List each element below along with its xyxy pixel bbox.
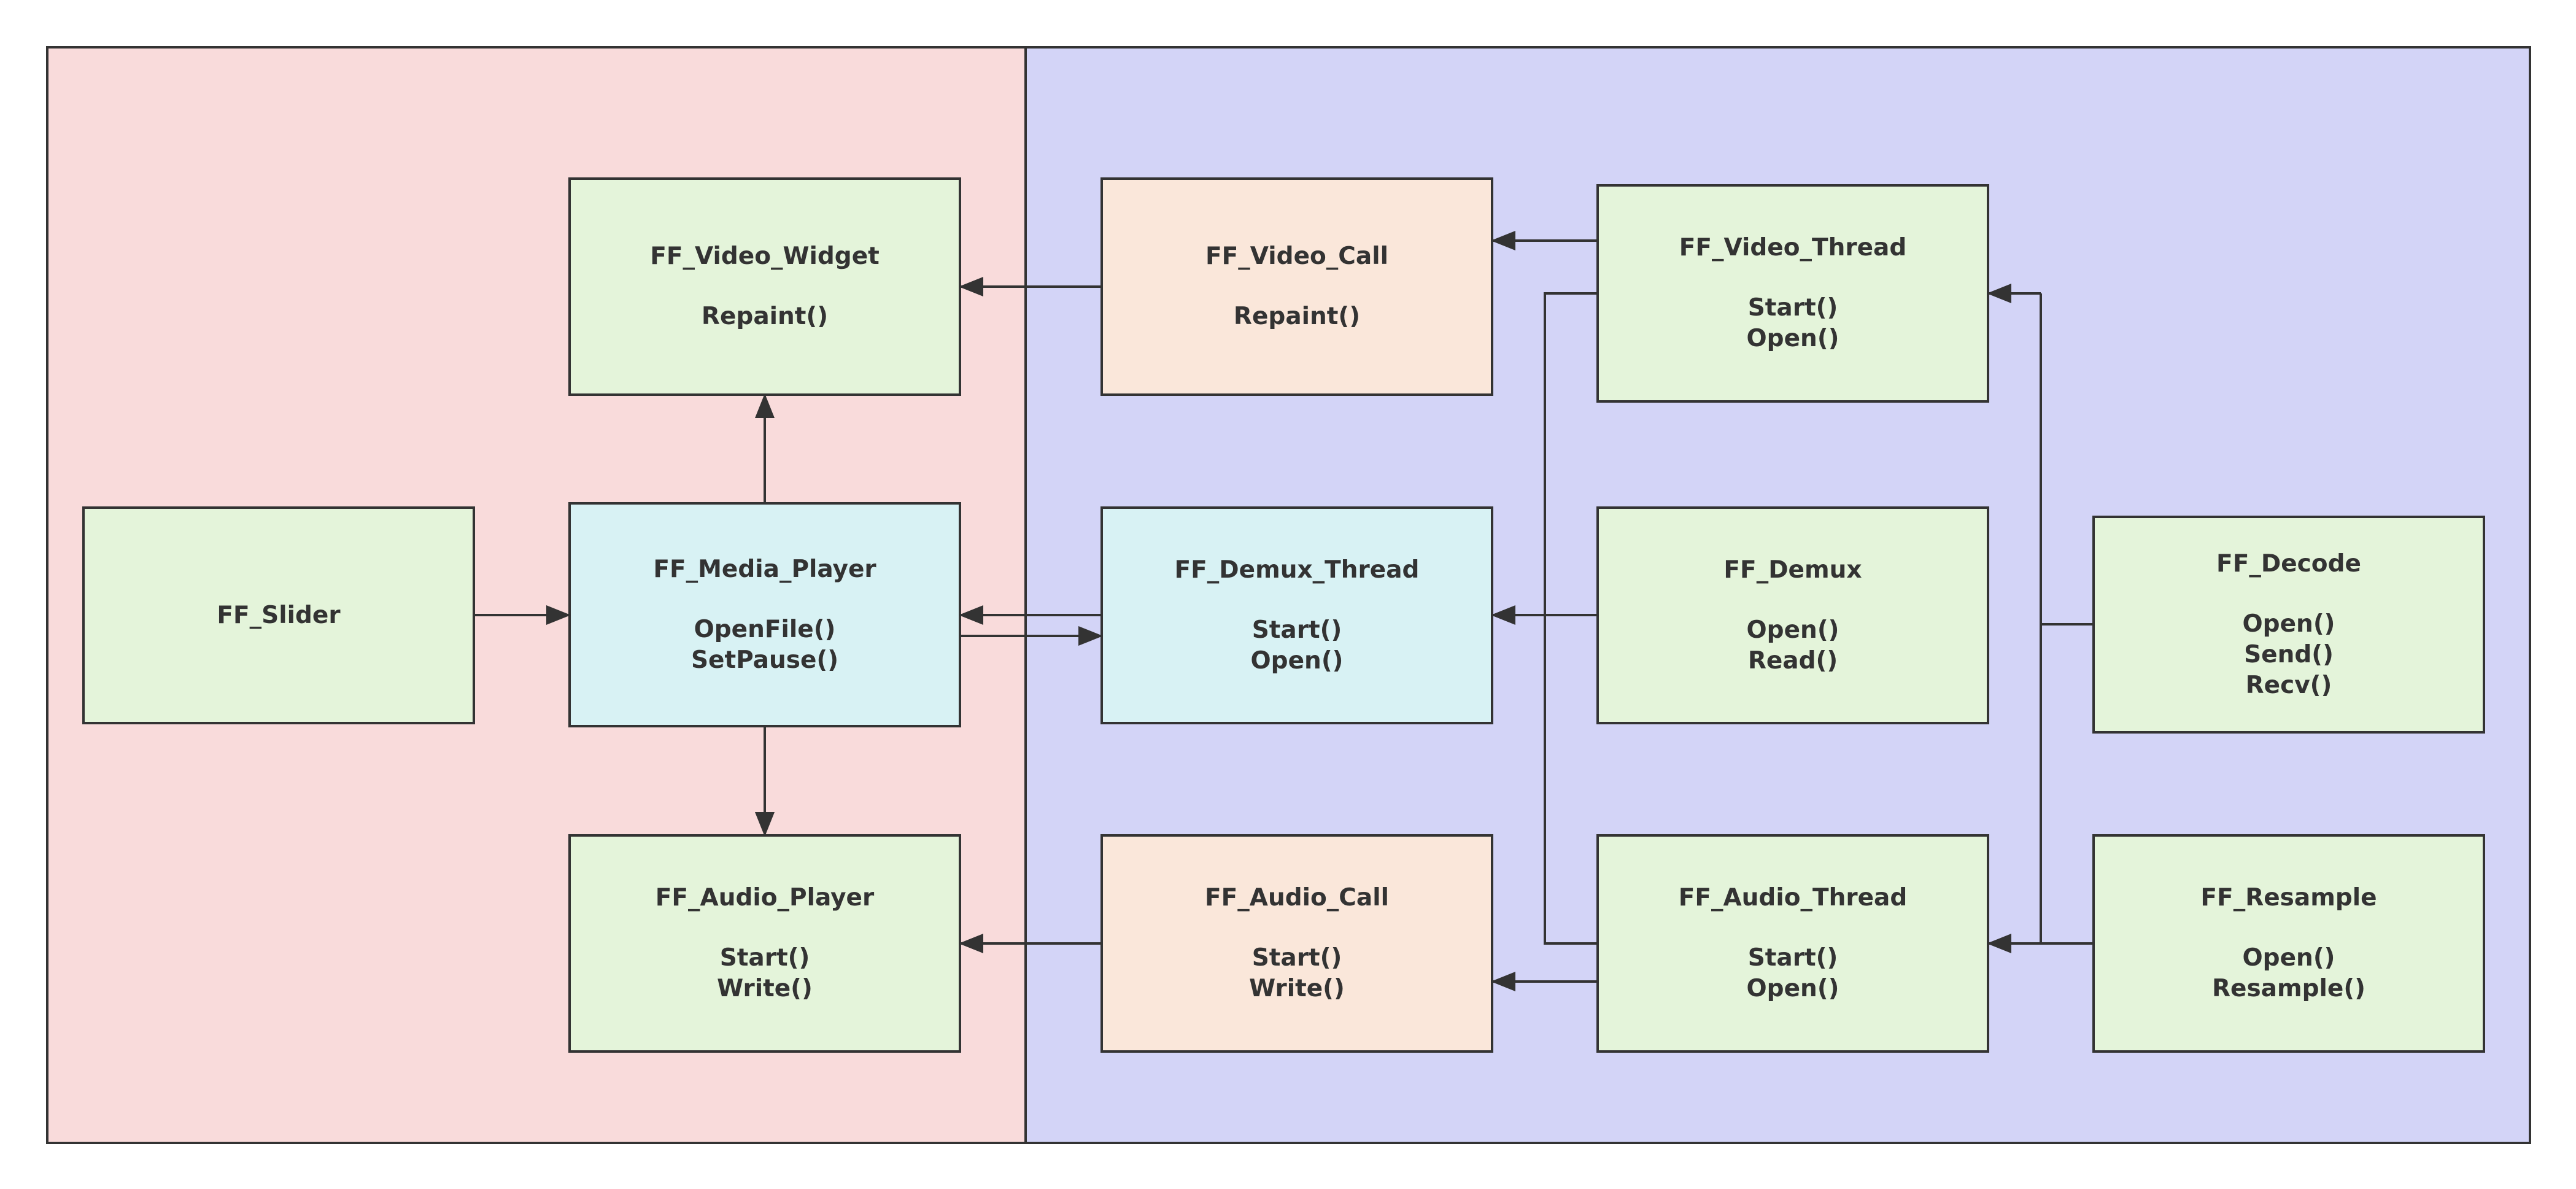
ff-audio-thread-node: FF_Audio_Thread Start() Open() bbox=[1596, 834, 1989, 1053]
ff-slider-title: FF_Slider bbox=[217, 601, 341, 629]
ff-demux-title: FF_Demux bbox=[1723, 556, 1862, 584]
ff-video-thread-node: FF_Video_Thread Start() Open() bbox=[1596, 184, 1989, 403]
ff-demux-node: FF_Demux Open() Read() bbox=[1596, 506, 1989, 724]
ff-demux-method: Open() bbox=[1746, 616, 1839, 644]
ff-audio-player-method: Write() bbox=[717, 975, 813, 1002]
ff-audio-thread-method: Open() bbox=[1746, 975, 1839, 1002]
ff-slider-node: FF_Slider bbox=[82, 506, 475, 724]
ff-video-call-node: FF_Video_Call Repaint() bbox=[1100, 177, 1493, 396]
edge-thread-bus-left bbox=[1544, 292, 1596, 945]
ff-resample-method: Resample() bbox=[2211, 975, 2366, 1002]
ff-audio-player-method: Start() bbox=[719, 944, 810, 972]
ff-media-player-title: FF_Media_Player bbox=[653, 555, 876, 583]
ff-demux-thread-method: Start() bbox=[1251, 616, 1342, 644]
ff-resample-title: FF_Resample bbox=[2200, 884, 2377, 912]
ff-audio-player-node: FF_Audio_Player Start() Write() bbox=[568, 834, 961, 1053]
ff-audio-call-method: Write() bbox=[1249, 975, 1345, 1002]
ff-audio-call-method: Start() bbox=[1251, 944, 1342, 972]
edge-decode-bus bbox=[2040, 293, 2092, 625]
ff-media-player-method: OpenFile() bbox=[694, 615, 836, 643]
ff-video-thread-method: Start() bbox=[1747, 294, 1838, 322]
ff-media-player-node: FF_Media_Player OpenFile() SetPause() bbox=[568, 502, 961, 727]
ff-audio-thread-title: FF_Audio_Thread bbox=[1678, 884, 1908, 912]
ff-video-thread-method: Open() bbox=[1746, 325, 1839, 352]
ff-decode-method: Open() bbox=[2242, 610, 2335, 638]
ff-demux-method: Read() bbox=[1747, 646, 1838, 675]
ff-decode-method: Recv() bbox=[2245, 671, 2332, 699]
ff-video-thread-title: FF_Video_Thread bbox=[1679, 234, 1907, 261]
ff-demux-thread-node: FF_Demux_Thread Start() Open() bbox=[1100, 506, 1493, 724]
ff-decode-node: FF_Decode Open() Send() Recv() bbox=[2092, 516, 2485, 734]
ff-audio-call-node: FF_Audio_Call Start() Write() bbox=[1100, 834, 1493, 1053]
ff-video-widget-node: FF_Video_Widget Repaint() bbox=[568, 177, 961, 396]
ff-video-call-method: Repaint() bbox=[1233, 303, 1361, 330]
ff-video-widget-method: Repaint() bbox=[701, 303, 829, 330]
ff-decode-title: FF_Decode bbox=[2216, 549, 2361, 578]
ff-audio-call-title: FF_Audio_Call bbox=[1205, 884, 1389, 912]
ff-video-widget-title: FF_Video_Widget bbox=[650, 242, 880, 270]
ff-video-call-title: FF_Video_Call bbox=[1205, 242, 1388, 270]
ff-demux-thread-title: FF_Demux_Thread bbox=[1174, 556, 1420, 584]
ff-resample-method: Open() bbox=[2242, 944, 2335, 972]
ff-resample-node: FF_Resample Open() Resample() bbox=[2092, 834, 2485, 1053]
ff-audio-thread-method: Start() bbox=[1747, 944, 1838, 972]
ff-demux-thread-method: Open() bbox=[1250, 646, 1344, 675]
ff-audio-player-title: FF_Audio_Player bbox=[655, 884, 875, 912]
ff-media-player-method: SetPause() bbox=[690, 646, 839, 674]
ff-decode-method: Send() bbox=[2244, 640, 2334, 668]
